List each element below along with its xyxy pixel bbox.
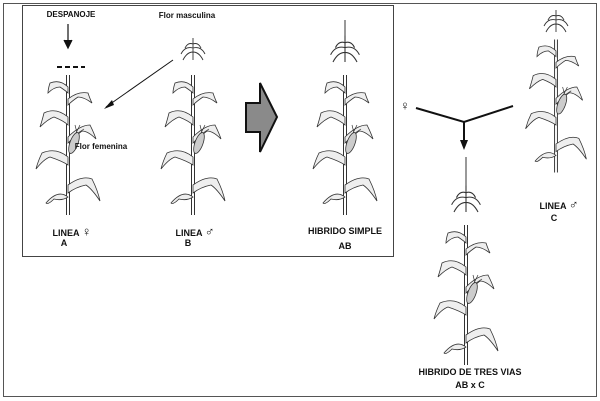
label-flor-femenina: Flor femenina <box>74 142 128 151</box>
outer-frame <box>3 3 597 397</box>
linea-text: LINEA <box>175 228 203 238</box>
label-b: B <box>184 238 192 248</box>
plant-hibrido-simple <box>312 20 378 216</box>
label-flor-masculina: Flor masculina <box>158 11 216 20</box>
plant-linea-b <box>160 37 226 216</box>
result-arrow <box>245 82 279 153</box>
label-linea-c: LINEA ♂ <box>540 197 579 212</box>
despanoje-arrow <box>63 24 73 50</box>
label-linea-b: LINEA ♂ <box>176 224 215 239</box>
pollen-arrow <box>105 59 174 108</box>
label-a: A <box>60 238 68 248</box>
plant-linea-c <box>525 9 587 173</box>
female-symbol-icon: ♀ <box>400 98 410 113</box>
pollen-arrowhead <box>104 100 114 109</box>
label-hibrido-simple: HIBRIDO SIMPLE <box>307 226 383 236</box>
cross-lines <box>415 105 514 142</box>
male-symbol-icon: ♂ <box>568 197 579 212</box>
male-symbol-icon: ♂ <box>204 224 215 239</box>
label-ab: AB <box>338 241 352 251</box>
linea-text: LINEA <box>539 201 567 211</box>
label-hibrido-tres-vias: HIBRIDO DE TRES VIAS <box>418 367 522 377</box>
label-ab-x-c: AB x C <box>455 380 485 390</box>
female-symbol-icon: ♀ <box>81 224 92 239</box>
label-linea-a: LINEA ♀ <box>53 224 92 239</box>
plant-hibrido-tres-vias <box>433 157 499 366</box>
label-c: C <box>550 213 558 223</box>
single-cross-frame <box>22 5 394 257</box>
label-despanoje: DESPANOJE <box>46 10 96 19</box>
linea-text: LINEA <box>52 228 80 238</box>
cross-arrowhead <box>460 140 468 150</box>
